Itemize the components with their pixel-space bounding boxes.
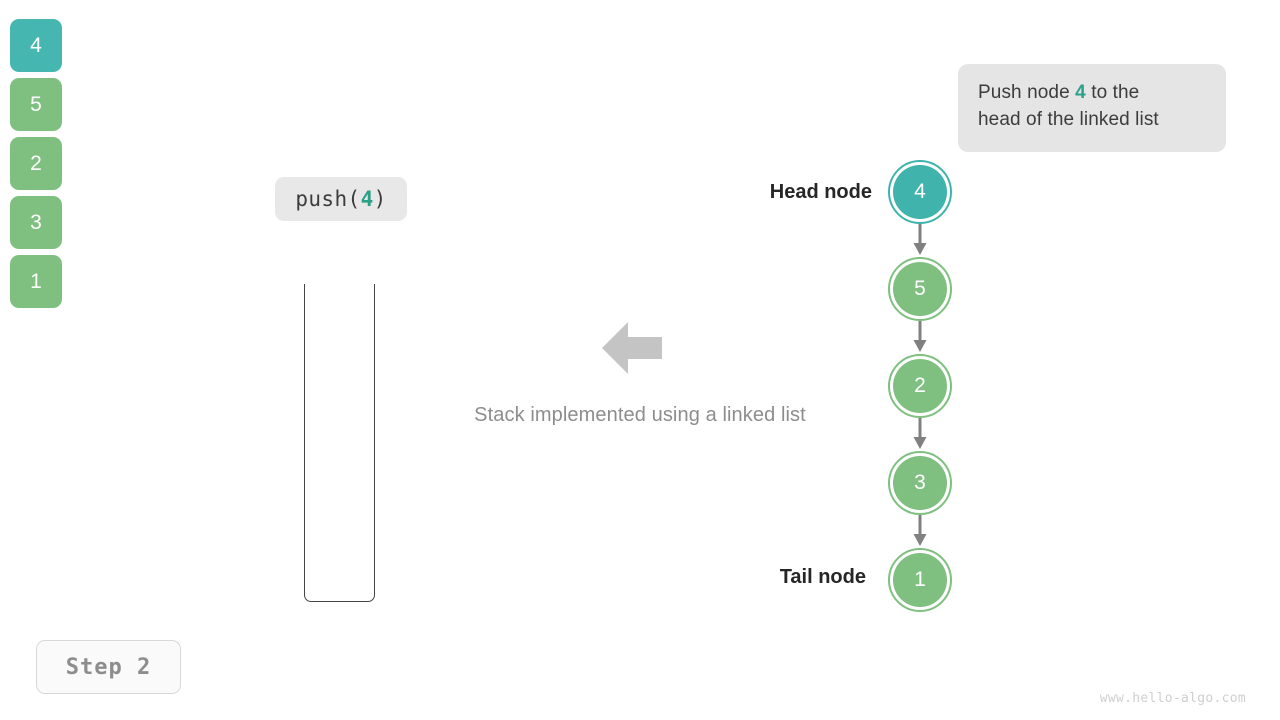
node-disc (893, 165, 947, 219)
node-ring (888, 354, 952, 418)
step-badge: Step 2 (36, 640, 181, 694)
linked-list-node: 2 (888, 354, 952, 418)
left-arrow-icon (602, 322, 662, 374)
node-disc (893, 262, 947, 316)
node-ring (888, 257, 952, 321)
diagram-caption: Stack implemented using a linked list (474, 404, 806, 426)
stack-cell-value: 1 (30, 269, 42, 293)
callout-value: 4 (1075, 82, 1086, 103)
link-arrow-icon (913, 224, 927, 255)
node-ring (888, 548, 952, 612)
node-value: 3 (914, 471, 926, 494)
node-ring (888, 451, 952, 515)
operation-close-paren: ) (373, 187, 387, 211)
callout-box: Push node 4 to the head of the linked li… (958, 64, 1226, 152)
stack-cell-value: 2 (30, 151, 42, 175)
node-value: 1 (914, 568, 926, 591)
node-disc (893, 553, 947, 607)
head-node-label: Head node (769, 181, 872, 203)
linked-list-node: 5 (888, 257, 952, 321)
stack-cell: 4 (10, 19, 62, 72)
node-value: 5 (914, 277, 926, 300)
link-arrow-icon (913, 321, 927, 352)
stack-cell: 1 (10, 255, 62, 308)
callout-text-prefix: Push node (978, 82, 1076, 103)
watermark: www.hello-algo.com (1099, 691, 1246, 706)
stack-cell-list: 4 5 2 3 1 (10, 19, 62, 308)
operation-open-paren: ( (347, 187, 361, 211)
callout-text-line2: head of the linked list (978, 108, 1159, 130)
stack-cell: 2 (10, 137, 62, 190)
node-disc (893, 359, 947, 413)
stack-container (304, 284, 375, 602)
node-disc (893, 456, 947, 510)
stack-cell-value: 3 (30, 210, 42, 234)
operation-label: push(4) (275, 177, 407, 221)
operation-name: push (295, 187, 348, 211)
node-value: 4 (914, 180, 926, 203)
linked-list-node: 3 (888, 451, 952, 515)
stack-cell: 3 (10, 196, 62, 249)
stack-cell-value: 5 (30, 92, 42, 116)
node-ring (888, 160, 952, 224)
stack-cell: 5 (10, 78, 62, 131)
linked-list-node: 1 (888, 548, 952, 612)
callout-text-suffix: to the (1085, 82, 1140, 103)
linked-list: 4 5 2 3 1 (888, 160, 952, 612)
stack-cell-value: 4 (30, 33, 42, 57)
link-arrow-icon (913, 515, 927, 546)
node-value: 2 (914, 374, 926, 397)
operation-argument: 4 (360, 187, 374, 211)
tail-node-label: Tail node (779, 566, 866, 588)
linked-list-node: 4 (888, 160, 952, 224)
link-arrow-icon (913, 418, 927, 449)
